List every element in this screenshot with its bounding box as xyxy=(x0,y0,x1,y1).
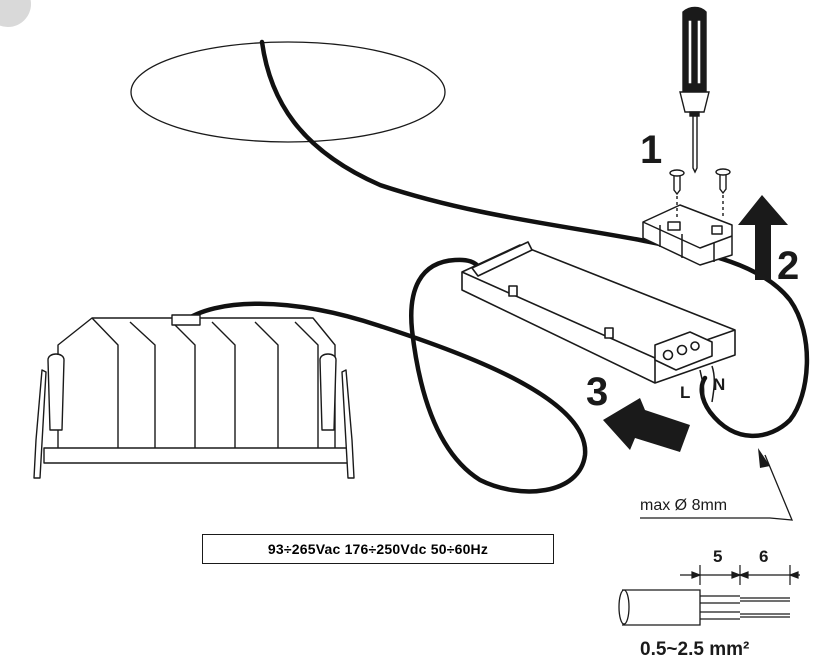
wire-section-label: 0.5~2.5 mm² xyxy=(640,639,750,660)
lift-arrow xyxy=(738,195,788,280)
conductor-strip-length: 6 xyxy=(759,547,769,566)
cable-max-diameter-label: max Ø 8mm xyxy=(640,497,728,514)
terminal-neutral-label: N xyxy=(713,375,726,394)
ceiling-hole xyxy=(130,41,446,143)
sheath-strip-length: 5 xyxy=(713,547,723,566)
led-driver xyxy=(461,241,736,384)
supply-cable xyxy=(259,39,810,439)
cable-pointer-line xyxy=(640,454,794,521)
step-1-label: 1 xyxy=(640,128,663,172)
terminal-wires xyxy=(699,365,716,403)
terminal-live-label: L xyxy=(680,383,691,402)
stripped-wire xyxy=(618,589,790,626)
insert-arrow xyxy=(603,398,690,452)
recessed-luminaire xyxy=(33,314,355,479)
supply-spec-box: 93÷265Vac 176÷250Vdc 50÷60Hz xyxy=(202,534,554,564)
supply-spec-text: 93÷265Vac 176÷250Vdc 50÷60Hz xyxy=(267,541,489,557)
screwdriver xyxy=(679,6,710,174)
step-3-label: 3 xyxy=(586,370,609,414)
lamp-cable xyxy=(180,257,588,494)
screws xyxy=(669,168,731,218)
step-2-label: 2 xyxy=(777,244,800,288)
terminal-cover xyxy=(642,204,733,266)
strip-dimensions xyxy=(680,565,800,585)
cable-pointer-arrowhead xyxy=(758,448,770,468)
corner-circle xyxy=(0,0,31,27)
